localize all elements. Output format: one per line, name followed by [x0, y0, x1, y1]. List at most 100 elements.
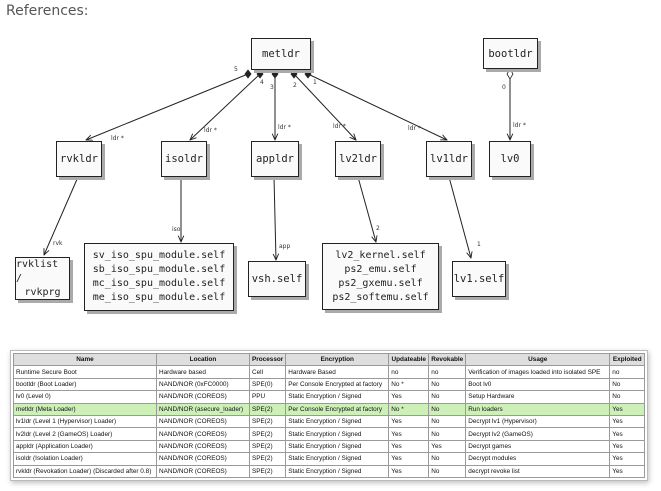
cell-exploited: Yes: [609, 439, 646, 454]
col-header-revokable: Revokable: [428, 352, 467, 367]
cell-usage: decrypt revoke list: [465, 464, 611, 478]
edge-appldr-vsh: [274, 176, 276, 260]
cell-revokable: No: [428, 390, 467, 404]
cell-usage: Decrypt lv2 (GameOS): [465, 427, 611, 441]
mult-boot: 0: [502, 84, 506, 91]
mult-iso: 4: [260, 79, 264, 86]
iso-module-3: mc_iso_spu_module.self: [92, 278, 226, 289]
ldr-label-app: ldr *: [278, 124, 291, 131]
node-bootldr: bootldr: [483, 38, 538, 69]
cell-location: NAND/NOR (COREOS): [156, 414, 250, 429]
cell-exploited: No: [609, 377, 646, 392]
diamond-lv2: [290, 69, 298, 79]
lv2-file-4: ps2_softemu.self: [332, 291, 429, 303]
cell-name: appldr (Application Loader): [13, 439, 157, 454]
cell-usage: Decrypt lv1 (Hypervisor): [465, 414, 611, 429]
ldr-label-iso: ldr *: [204, 127, 217, 134]
cell-updateable: Yes: [388, 427, 430, 441]
node-iso-modules: sv_iso_spu_module.self sb_iso_spu_module…: [84, 243, 234, 311]
cell-exploited: Yes: [609, 427, 646, 441]
cell-encryption: Hardware Based: [285, 365, 390, 379]
label-one: 1: [477, 241, 481, 248]
cell-revokable: No: [428, 427, 467, 441]
table-row: bootldr (Boot Loader) NAND/NOR (0xFC0000…: [13, 377, 646, 392]
node-lv1ldr: lv1ldr: [426, 141, 472, 177]
cell-location: NAND/NOR (COREOS): [156, 390, 250, 404]
ldr-label-lv1: ldr *: [408, 125, 421, 132]
iso-module-4: me_iso_spu_module.self: [92, 292, 226, 303]
edge-metldr-lv2ldr: [293, 73, 356, 140]
cell-location: NAND/NOR (0xFC0000): [156, 377, 250, 392]
col-header-processor: Processor: [248, 352, 287, 367]
node-isoldr: isoldr: [161, 141, 207, 177]
cell-name: Runtime Secure Boot: [13, 365, 157, 379]
cell-revokable: No: [428, 464, 467, 478]
cell-revokable: No: [428, 377, 467, 392]
cell-updateable: Yes: [388, 452, 430, 466]
col-header-usage: Usage: [465, 352, 611, 367]
cell-name: isoldr (Isolation Loader): [13, 452, 157, 466]
col-header-encryption: Encryption: [285, 352, 390, 367]
references-heading: References:: [6, 3, 89, 19]
ldr-label-lv2: ldr *: [333, 123, 346, 130]
table-row: appldr (Application Loader) NAND/NOR (CO…: [13, 439, 646, 454]
node-lv2-files: lv2_kernel.self ps2_emu.self ps2_gxemu.s…: [322, 243, 439, 310]
table-row-highlighted: metldr (Meta Loader) NAND/NOR (asecure_l…: [13, 402, 646, 416]
cell-processor: PPU: [248, 390, 287, 404]
cell-revokable: Yes: [428, 439, 467, 454]
ldr-label-rvk: ldr *: [111, 135, 124, 142]
cell-updateable: No *: [388, 402, 430, 416]
table-row: isoldr (Isolation Loader) NAND/NOR (CORE…: [13, 452, 646, 466]
table-header-row: Name Location Processor Encryption Updat…: [13, 352, 646, 367]
col-header-exploited: Exploited: [609, 352, 646, 367]
cell-revokable: No: [428, 452, 467, 466]
cell-name: rvkldr (Revokation Loader) (Discarded af…: [13, 464, 157, 478]
mult-app: 3: [270, 84, 274, 91]
cell-processor: SPE(2): [248, 427, 287, 441]
col-header-updateable: Updateable: [388, 352, 430, 367]
node-rvklist: rvklist / rvkprg: [15, 257, 70, 300]
lv2-file-1: lv2_kernel.self: [335, 249, 426, 261]
cell-location: NAND/NOR (COREOS): [156, 427, 250, 441]
cell-usage: Verification of images loaded into isola…: [465, 365, 611, 379]
cell-encryption: Static Encryption / Signed: [285, 427, 390, 441]
cell-encryption: Static Encryption / Signed: [285, 439, 390, 454]
cell-name: bootldr (Boot Loader): [13, 377, 157, 392]
cell-updateable: Yes: [388, 464, 430, 478]
node-lv0: lv0: [489, 141, 531, 177]
rvklist-line-1: rvklist /: [16, 258, 59, 284]
cell-name: metldr (Meta Loader): [13, 402, 157, 416]
edge-lv2ldr-files: [357, 176, 376, 242]
diamond-app: [271, 69, 279, 79]
edge-lv1ldr-lv1: [448, 176, 471, 258]
cell-location: NAND/NOR (COREOS): [156, 464, 250, 478]
cell-usage: Decrypt modules: [465, 452, 611, 466]
cell-location: NAND/NOR (COREOS): [156, 439, 250, 454]
cell-exploited: no: [609, 365, 646, 379]
table-row: lv2ldr (Level 2 (GameOS) Loader) NAND/NO…: [13, 427, 646, 441]
cell-location: Hardware based: [156, 365, 250, 379]
cell-encryption: Per Console Encrypted at factory: [285, 377, 390, 392]
cell-exploited: Yes: [609, 402, 646, 416]
table-row: rvkldr (Revokation Loader) (Discarded af…: [13, 464, 646, 478]
diamond-boot: [506, 68, 514, 80]
cell-exploited: No: [609, 390, 646, 404]
mult-lv1: 1: [313, 79, 317, 86]
cell-encryption: Static Encryption / Signed: [285, 390, 390, 404]
col-header-name: Name: [13, 352, 157, 367]
iso-module-1: sv_iso_spu_module.self: [92, 250, 226, 261]
cell-name: lv0 (Level 0): [13, 390, 157, 404]
cell-usage: Run loaders: [465, 402, 611, 416]
label-rvk: rvk: [53, 240, 63, 247]
cell-revokable: No: [428, 402, 467, 416]
mult-lv2: 2: [293, 82, 297, 89]
node-rvkldr: rvkldr: [56, 141, 102, 177]
node-lv1-self: lv1.self: [452, 261, 506, 297]
cell-encryption: Static Encryption / Signed: [285, 464, 390, 478]
edge-metldr-isoldr: [190, 73, 261, 140]
bootloader-table: Name Location Processor Encryption Updat…: [13, 352, 646, 478]
cell-processor: SPE(2): [248, 452, 287, 466]
table-row: Runtime Secure Boot Hardware based Cell …: [13, 365, 646, 379]
edge-metldr-lv1ldr: [307, 73, 447, 140]
lv2-file-3: ps2_gxemu.self: [338, 277, 423, 289]
